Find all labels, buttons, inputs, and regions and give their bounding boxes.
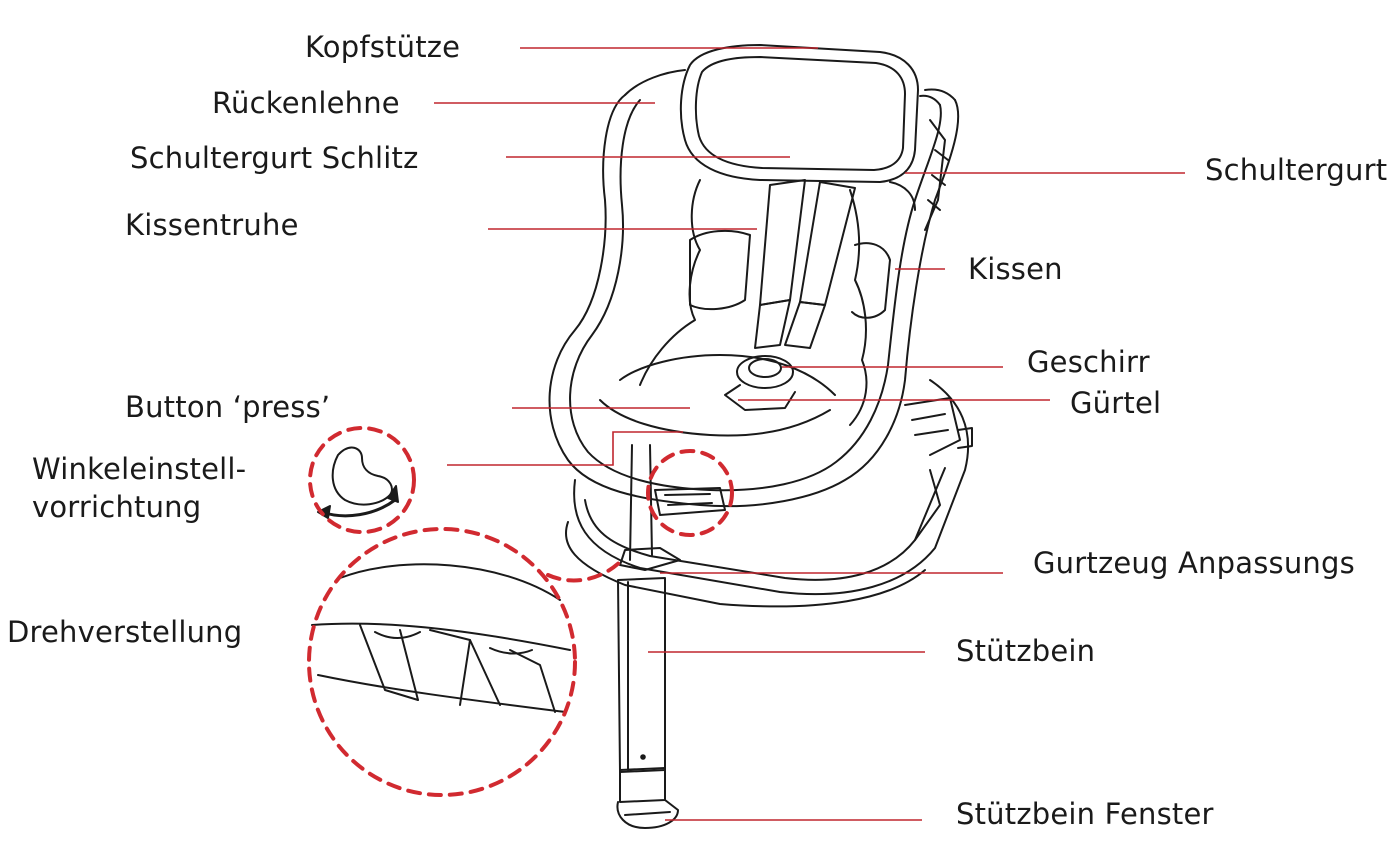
label-button-press: Button ‘press’: [125, 390, 331, 424]
label-kissentruhe: Kissentruhe: [125, 208, 299, 242]
label-schultergurt-schlitz: Schultergurt Schlitz: [130, 141, 419, 175]
label-drehverstellung: Drehverstellung: [7, 615, 243, 649]
label-gurtzeug-anpassungs: Gurtzeug Anpassungs: [1033, 546, 1355, 580]
angle-adjust-callout-circle: [308, 426, 416, 534]
angle-handle-detail: [317, 446, 399, 519]
car-seat-drawing: [311, 44, 973, 829]
button-area-detail: [654, 487, 726, 516]
zoom-connector-arc: [546, 558, 624, 583]
label-kissen: Kissen: [968, 252, 1063, 286]
callout-circles: [307, 426, 734, 797]
label-stuetzbein: Stützbein: [956, 634, 1096, 668]
seat-shell: [548, 69, 960, 508]
label-guertel: Gürtel: [1070, 386, 1162, 420]
label-geschirr: Geschirr: [1027, 345, 1150, 379]
button-callout-circle: [646, 449, 734, 537]
harness-straps: [754, 179, 856, 349]
rotation-detail: [311, 563, 571, 713]
buckle: [724, 355, 796, 411]
seat-insert: [599, 179, 891, 437]
label-schultergurt: Schultergurt: [1205, 153, 1388, 187]
leader-winkeleinstell: [447, 431, 683, 466]
headrest: [679, 44, 919, 211]
seat-base: [564, 379, 973, 608]
support-leg: [616, 444, 681, 829]
label-rueckenlehne: Rückenlehne: [212, 86, 400, 120]
leader-lines: [434, 47, 1185, 821]
label-kopfstuetze: Kopfstütze: [305, 30, 461, 64]
label-stuetzbein-fenster: Stützbein Fenster: [956, 797, 1214, 831]
label-winkeleinstellvorrichtung: Winkeleinstell- vorrichtung: [32, 452, 247, 524]
rotation-zoom-callout-circle: [307, 527, 577, 797]
